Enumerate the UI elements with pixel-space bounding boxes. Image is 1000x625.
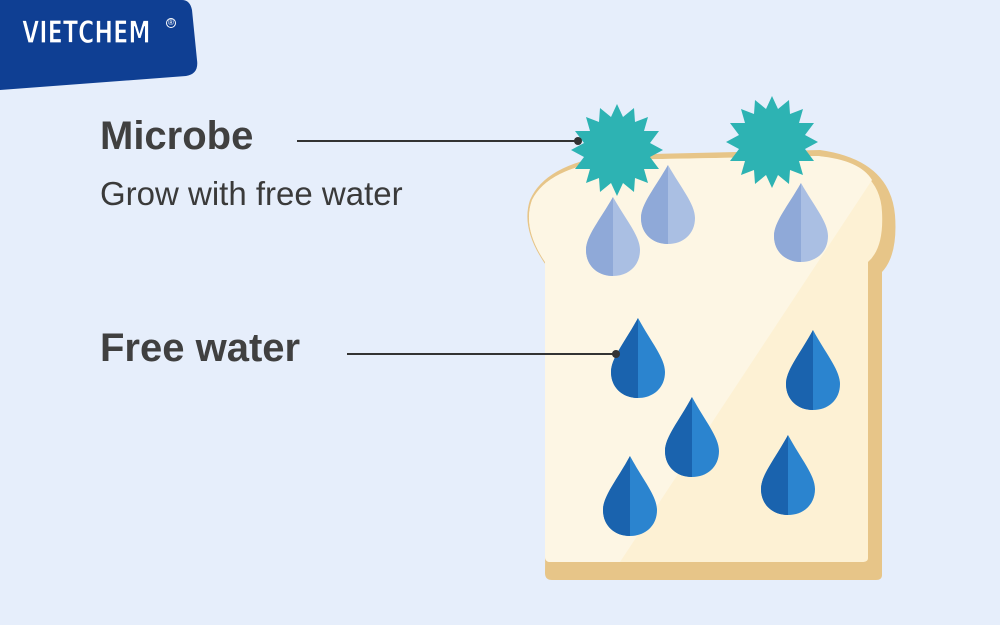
microbe-description: Grow with free water [100, 175, 403, 212]
logo-text: VIETCHEM [22, 15, 151, 51]
free-water-drop [665, 397, 719, 477]
free-water-drop [786, 330, 840, 410]
free-water-drop [611, 318, 665, 398]
microbe-icon [726, 96, 818, 188]
microbe-label: Microbe [100, 114, 254, 158]
microbe-icon [571, 104, 663, 196]
logo-registered-mark: ® [166, 18, 176, 28]
free-water-label: Free water [100, 326, 301, 370]
bound-water-drop [774, 183, 828, 262]
bound-water-drop [641, 165, 695, 244]
bound-water-drop [586, 197, 640, 276]
free-water-drop [603, 456, 657, 536]
microbe-leader-line [297, 137, 582, 145]
free-water-drop [761, 435, 815, 515]
free-water-leader-line [347, 350, 620, 358]
bound-water-drops [586, 165, 828, 276]
free-water-drops [603, 318, 840, 536]
